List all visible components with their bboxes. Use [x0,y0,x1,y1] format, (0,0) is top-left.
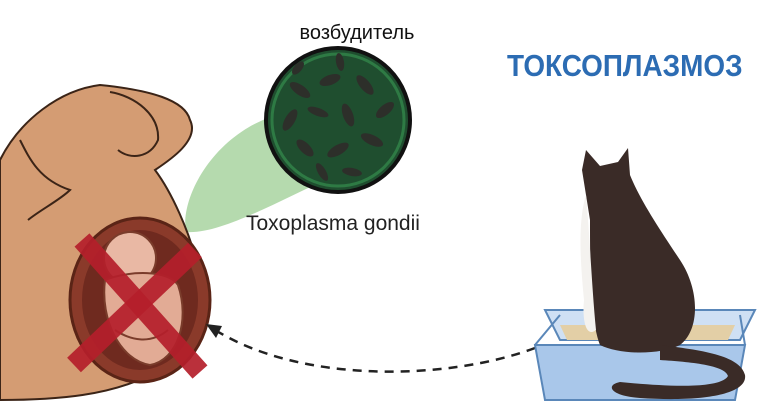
arm-outline [19,139,72,221]
cat-chest [580,195,596,332]
dashed-arrow-icon [206,324,536,373]
cat-tail [611,345,746,400]
red-x-cross-icon [67,233,208,379]
species-name-label: Toxoplasma gondii [246,212,420,235]
parasite-magnified-circle [264,46,412,194]
parasite-cells [282,53,395,181]
breast-outline [109,91,160,157]
cat-in-litter-box [580,148,746,400]
pathogen-label: возбудитель [299,22,415,44]
page-title: ТОКСОПЛАЗМОЗ [507,48,743,83]
cat-body [582,148,695,353]
